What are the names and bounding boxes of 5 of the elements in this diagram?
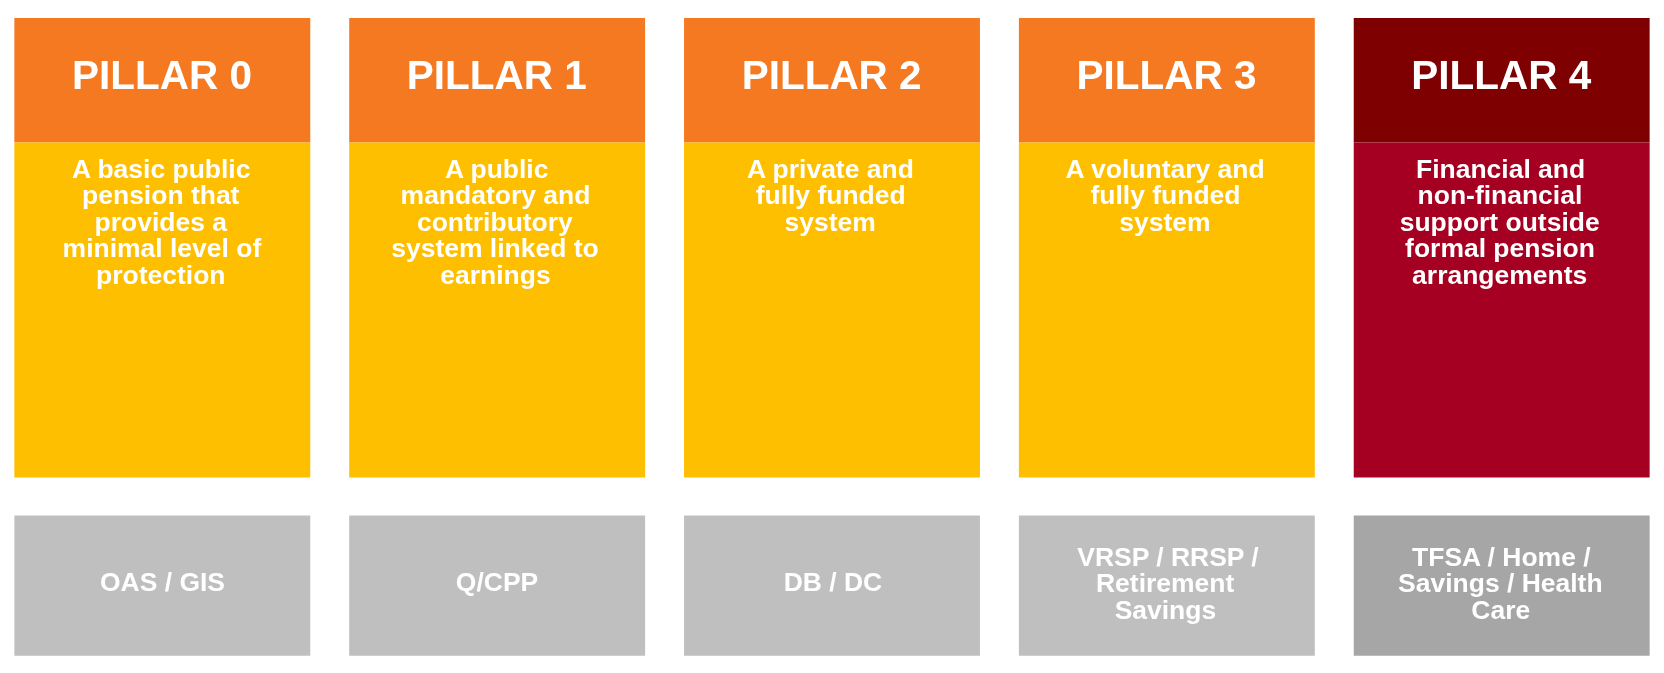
node-box: DB / DC [684,515,980,656]
node-box: Q/CPP [349,515,646,656]
node-box: OAS / GIS [14,515,311,656]
node-box: TFSA / Home / Savings / Health Care [1353,515,1650,656]
node-box: VRSP / RRSP / Retirement Savings [1018,515,1315,656]
